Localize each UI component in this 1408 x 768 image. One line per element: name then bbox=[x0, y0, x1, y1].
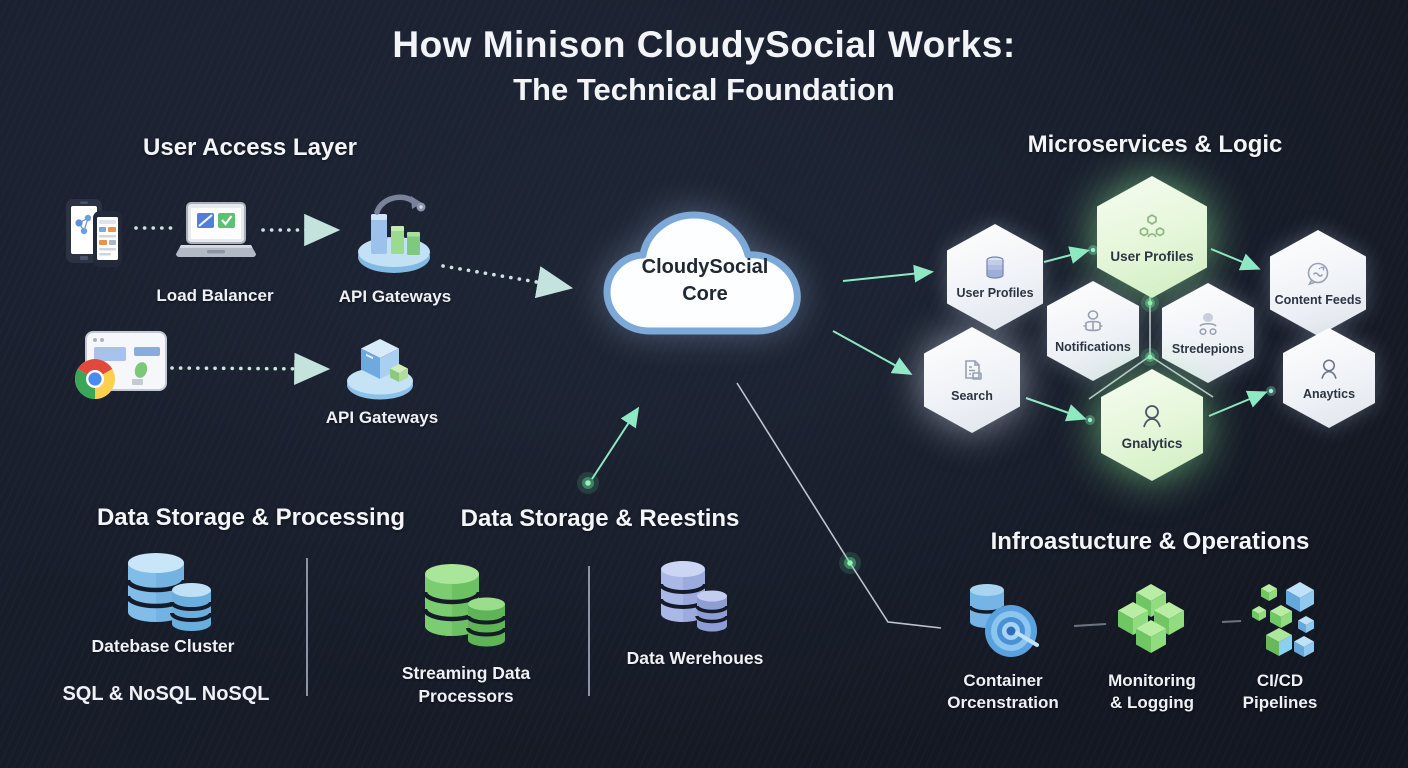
monitoring-logging-label: Monitoring & Logging bbox=[1067, 670, 1237, 714]
data-processing-heading: Data Storage & Processing bbox=[96, 504, 406, 531]
cicd-label-line2: Pipelines bbox=[1242, 693, 1318, 713]
hexagon-stredepions: Stredepions bbox=[1162, 283, 1254, 383]
title-line-1: How Minison CloudySocial Works: bbox=[392, 24, 1016, 65]
hexagon-search: Search bbox=[924, 327, 1020, 433]
user-drops-icon bbox=[1194, 310, 1222, 338]
data-warehouse-label: Data Werehoues bbox=[626, 648, 764, 668]
streaming-data-label-line2: Processors bbox=[418, 685, 514, 706]
container-orchestration-label: Container Orcenstration bbox=[918, 670, 1088, 714]
person-icon bbox=[1136, 400, 1168, 432]
hexagon-gnalytics: Gnalytics bbox=[1101, 369, 1203, 481]
green-hex-to-contentfeeds-arrow bbox=[1210, 248, 1261, 271]
core-label: CloudySocial Core bbox=[596, 254, 814, 308]
data-warehouse-icon bbox=[653, 556, 733, 644]
sql-nosql-caption: SQL & NoSQL NoSQL bbox=[62, 683, 270, 705]
load-balancer-laptop-icon bbox=[174, 200, 258, 262]
cicd-pipelines-icon bbox=[1248, 578, 1322, 662]
hexagon-notifications: Notifications bbox=[1047, 281, 1139, 381]
person-icon bbox=[1315, 355, 1343, 383]
page-title: How Minison CloudySocial Works: The Tech… bbox=[0, 24, 1408, 108]
hexagon-user-profiles-green: User Profiles bbox=[1097, 176, 1207, 298]
cicd-label-line1: CI/CD bbox=[1256, 671, 1304, 690]
api-gateway-bottom-label: API Gateways bbox=[325, 408, 439, 427]
core-to-userprofiles-arrow bbox=[842, 264, 934, 283]
hexagon-label: Anaytics bbox=[1302, 387, 1356, 401]
core-label-line2: Core bbox=[682, 283, 728, 305]
userprofiles-to-green-hex-arrow bbox=[1043, 246, 1090, 264]
streaming-data-label: Streaming Data Processors bbox=[376, 662, 556, 708]
api-gateway-bottom-icon bbox=[344, 332, 416, 402]
container-label-line1: Container bbox=[963, 671, 1043, 690]
core-label-line1: CloudySocial bbox=[641, 256, 769, 278]
document-list-icon bbox=[958, 357, 986, 385]
title-line-2: The Technical Foundation bbox=[513, 72, 895, 107]
hexagon-label: Gnalytics bbox=[1121, 435, 1183, 451]
container-orchestration-icon bbox=[958, 576, 1046, 664]
person-reading-icon bbox=[1079, 308, 1107, 336]
hexagon-user-profiles-db: User Profiles bbox=[947, 224, 1043, 330]
microservices-heading: Microservices & Logic bbox=[1027, 131, 1283, 158]
user-access-heading: User Access Layer bbox=[143, 134, 357, 161]
browser-window-icon bbox=[68, 330, 168, 402]
cicd-pipelines-label: CI/CD Pipelines bbox=[1195, 670, 1365, 714]
chat-sync-icon bbox=[1303, 259, 1333, 289]
data-reestins-heading: Data Storage & Reestins bbox=[460, 505, 740, 532]
search-to-gnalytics-arrow bbox=[1025, 397, 1087, 422]
database-cluster-label: Datebase Cluster bbox=[91, 636, 235, 656]
api-gateway-top-label: API Gateways bbox=[338, 287, 452, 306]
hexagon-label: User Profiles bbox=[1110, 248, 1194, 264]
browser-to-gateway-arrow bbox=[170, 352, 331, 386]
hexagon-label: Stredepions bbox=[1171, 342, 1245, 356]
storage-to-core-arrow bbox=[591, 406, 640, 480]
database-cluster-icon bbox=[118, 548, 220, 640]
hexagon-label: Search bbox=[951, 389, 993, 403]
team-icon bbox=[1135, 211, 1169, 245]
gateway-to-core-arrow bbox=[441, 264, 574, 299]
hexagon-anaytics: Anaytics bbox=[1283, 328, 1375, 428]
mobile-devices-icon bbox=[62, 193, 128, 269]
streaming-data-label-line1: Streaming Data bbox=[401, 663, 531, 683]
api-gateway-top-icon bbox=[354, 190, 434, 276]
hexagon-label: Notifications bbox=[1055, 340, 1131, 354]
monitoring-label-line2: & Logging bbox=[1109, 693, 1195, 713]
hexagon-label: User Profiles bbox=[956, 286, 1034, 300]
load-balancer-label: Load Balancer bbox=[156, 286, 274, 305]
cloudysocial-core-node: CloudySocial Core bbox=[596, 202, 814, 354]
hexagon-label: Content Feeds bbox=[1274, 293, 1362, 307]
container-label-line2: Orcenstration bbox=[947, 693, 1059, 713]
streaming-data-icon bbox=[416, 558, 514, 658]
infrastructure-heading: Infroastucture & Operations bbox=[990, 528, 1310, 555]
database-stack-icon bbox=[981, 254, 1009, 282]
hexagon-content-feeds: Content Feeds bbox=[1270, 230, 1366, 336]
gnalytics-to-anaytics-arrow bbox=[1208, 390, 1268, 417]
core-to-search-arrow bbox=[832, 330, 913, 375]
monitoring-logging-icon bbox=[1116, 582, 1186, 660]
monitoring-label-line1: Monitoring bbox=[1108, 671, 1196, 690]
